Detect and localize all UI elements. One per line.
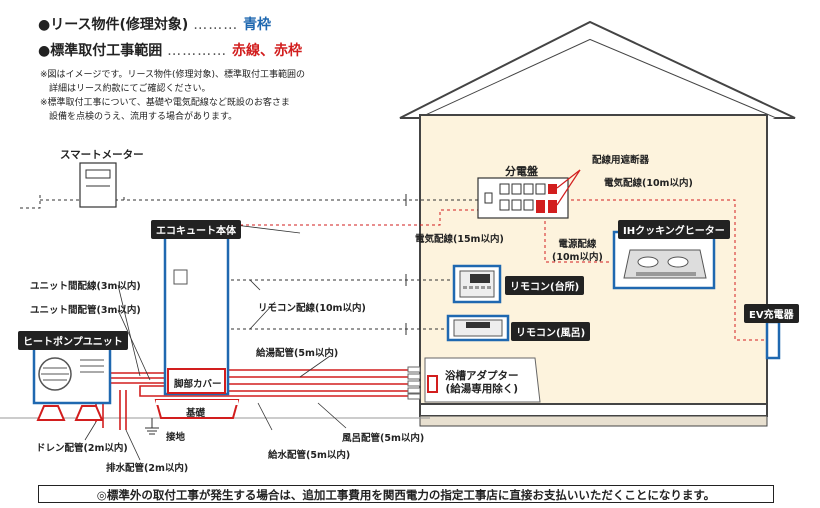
legend-standard-value: 赤線、赤枠 (231, 43, 302, 59)
legend-standard: ●標準取付工事範囲 ………… 赤線、赤枠 (38, 40, 302, 60)
power-line-label: 電源配線 (10m以内) (552, 238, 603, 264)
note-line: 設備を点検のうえ、流用する場合があります。 (49, 112, 238, 122)
bath-adapter-label: 浴槽アダプター (給湯専用除く) (445, 370, 519, 396)
legend-lease-dots: ……… (193, 17, 239, 33)
pipes (95, 369, 410, 430)
panel-label: 分電盤 (505, 165, 538, 178)
panel-breakers (484, 183, 546, 211)
heat-pump-foot-right (74, 405, 104, 421)
remote-bath-tag: リモコン(風呂) (511, 322, 591, 341)
remote-wire-label: リモコン配線(10m以内) (258, 303, 366, 314)
note-line: 詳細はリース約款にてご確認ください。 (49, 84, 211, 94)
power-line-label-2: (10m以内) (552, 252, 603, 263)
legend-lease: ●リース物件(修理対象) ……… 青枠 (38, 14, 271, 34)
legend-standard-label: ●標準取付工事範囲 (38, 43, 163, 59)
ev-charger-frame (765, 320, 781, 360)
legend-lease-value: 青枠 (243, 17, 272, 33)
red-dashed-lines (229, 199, 770, 341)
smart-meter-label: スマートメーター (60, 149, 144, 161)
breaker-red-2 (548, 200, 557, 213)
bath-adapter-box (424, 357, 541, 403)
leg-cover-label: 脚部カバー (174, 379, 222, 390)
elec-15m-label: 電気配線(15m以内) (415, 234, 504, 245)
ground-symbol (145, 418, 159, 435)
house-base (419, 415, 768, 427)
notes: ※図はイメージです。リース物件(修理対象)、標準取付工事範囲の 詳細はリース約款… (40, 68, 360, 124)
breaker-red-1 (548, 184, 557, 194)
unit-pipe-label: ユニット間配管(3m以内) (30, 305, 141, 316)
remote-kitchen-tag: リモコン(台所) (505, 276, 585, 295)
unit-wire-label: ユニット間配線(3m以内) (30, 281, 141, 292)
power-line-label-1: 電源配線 (558, 239, 597, 250)
ecocute-frame (163, 234, 230, 396)
bath-adapter-label-1: 浴槽アダプター (445, 370, 519, 382)
leg-cover-box (167, 368, 226, 394)
drain-pipe-label: ドレン配管(2m以内) (36, 443, 128, 454)
ecocute-tag: エコキュート本体 (151, 220, 241, 239)
house-floor (419, 403, 768, 417)
note-line: ※図はイメージです。リース物件(修理対象)、標準取付工事範囲の (40, 70, 306, 80)
ground-label: 接地 (166, 432, 186, 443)
leader-lines (84, 224, 347, 461)
heat-pump-tag: ヒートポンプユニット (18, 331, 128, 350)
bath-adapter-label-2: (給湯専用除く) (445, 383, 519, 395)
legend-lease-label: ●リース物件(修理対象) (38, 17, 189, 33)
elec-10m-label: 電気配線(10m以内) (604, 178, 693, 189)
water-pipe-label: 給水配管(5m以内) (268, 450, 351, 461)
footer-note: ◎標準外の取付工事が発生する場合は、追加工事費用を関西電力の指定工事店に直接お支… (38, 485, 774, 503)
ih-heater-tag: IHクッキングヒーター (618, 220, 730, 239)
house-roof-inner (420, 40, 775, 118)
breaker-pointer (556, 169, 581, 206)
discharge-pipe-label: 排水配管(2m以内) (106, 463, 189, 474)
bath-adapter-port (427, 375, 438, 393)
dashed-lines (20, 195, 480, 330)
heat-pump-foot-left (36, 405, 66, 421)
breaker-red-3 (536, 200, 545, 213)
bath-pipe-label: 風呂配管(5m以内) (342, 433, 425, 444)
breaker-label: 配線用遮断器 (592, 155, 650, 166)
hot-water-pipe-label: 給湯配管(5m以内) (256, 348, 339, 359)
foundation-label: 基礎 (186, 408, 206, 419)
pipe-ends (407, 366, 421, 400)
note-line: ※標準取付工事について、基礎や電気配線など既設のお客さま (40, 98, 290, 108)
ev-tag: EV充電器 (744, 304, 799, 323)
legend-standard-dots: ………… (167, 43, 228, 59)
